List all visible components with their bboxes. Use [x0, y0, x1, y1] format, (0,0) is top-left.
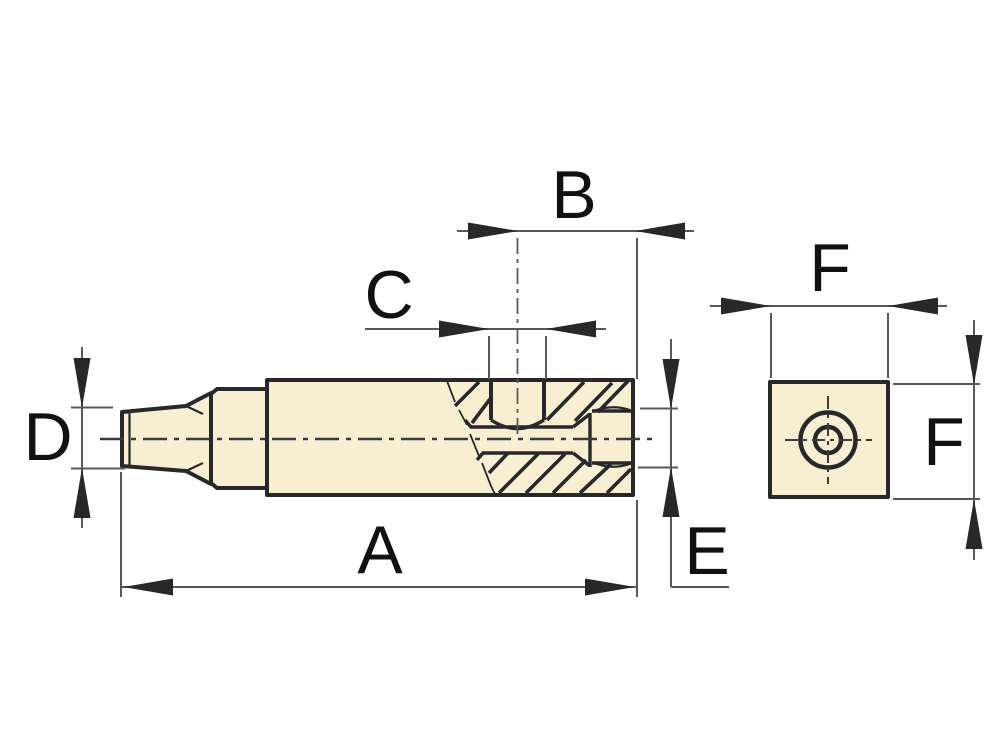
tip-chamfer-lines	[128, 405, 204, 472]
dim-label-e: E	[684, 513, 729, 589]
arrowhead-icon	[965, 335, 983, 385]
arrowhead-icon	[662, 359, 680, 409]
arrowhead-icon	[635, 222, 685, 240]
arrowhead-icon	[468, 222, 518, 240]
dim-label-b: B	[551, 157, 596, 233]
dimension-f-width: F	[710, 230, 947, 378]
arrowhead-icon	[888, 297, 938, 315]
arrowhead-icon	[73, 358, 91, 408]
part-side-view	[100, 378, 655, 497]
arrowhead-icon	[721, 297, 771, 315]
axial-bore-and-socket	[463, 406, 631, 468]
dim-label-c: C	[364, 257, 413, 333]
dim-label-f-height: F	[923, 404, 965, 480]
arrowhead-icon	[585, 578, 635, 596]
dim-label-f-width: F	[809, 230, 851, 306]
dim-label-d: D	[23, 399, 72, 475]
section-hatching	[453, 379, 633, 495]
arrowhead-icon	[965, 499, 983, 549]
dimension-a: A	[120, 472, 638, 597]
section-break-line	[446, 380, 496, 495]
arrowhead-icon	[123, 578, 173, 596]
part-end-view	[768, 380, 890, 499]
dimension-f-height: F	[893, 320, 983, 560]
dimension-d: D	[23, 347, 125, 528]
arrowhead-icon	[546, 320, 596, 338]
dimension-c: C	[364, 257, 606, 379]
dimension-b: B	[457, 157, 694, 434]
dimension-e: E	[638, 339, 730, 589]
body-outline	[265, 378, 635, 497]
arrowhead-icon	[439, 320, 489, 338]
bore-outer-circle	[798, 410, 858, 470]
arrowhead-icon	[662, 467, 680, 517]
dim-label-a: A	[357, 512, 403, 588]
end-view-centerlines	[785, 396, 872, 484]
arrowhead-icon	[73, 468, 91, 518]
